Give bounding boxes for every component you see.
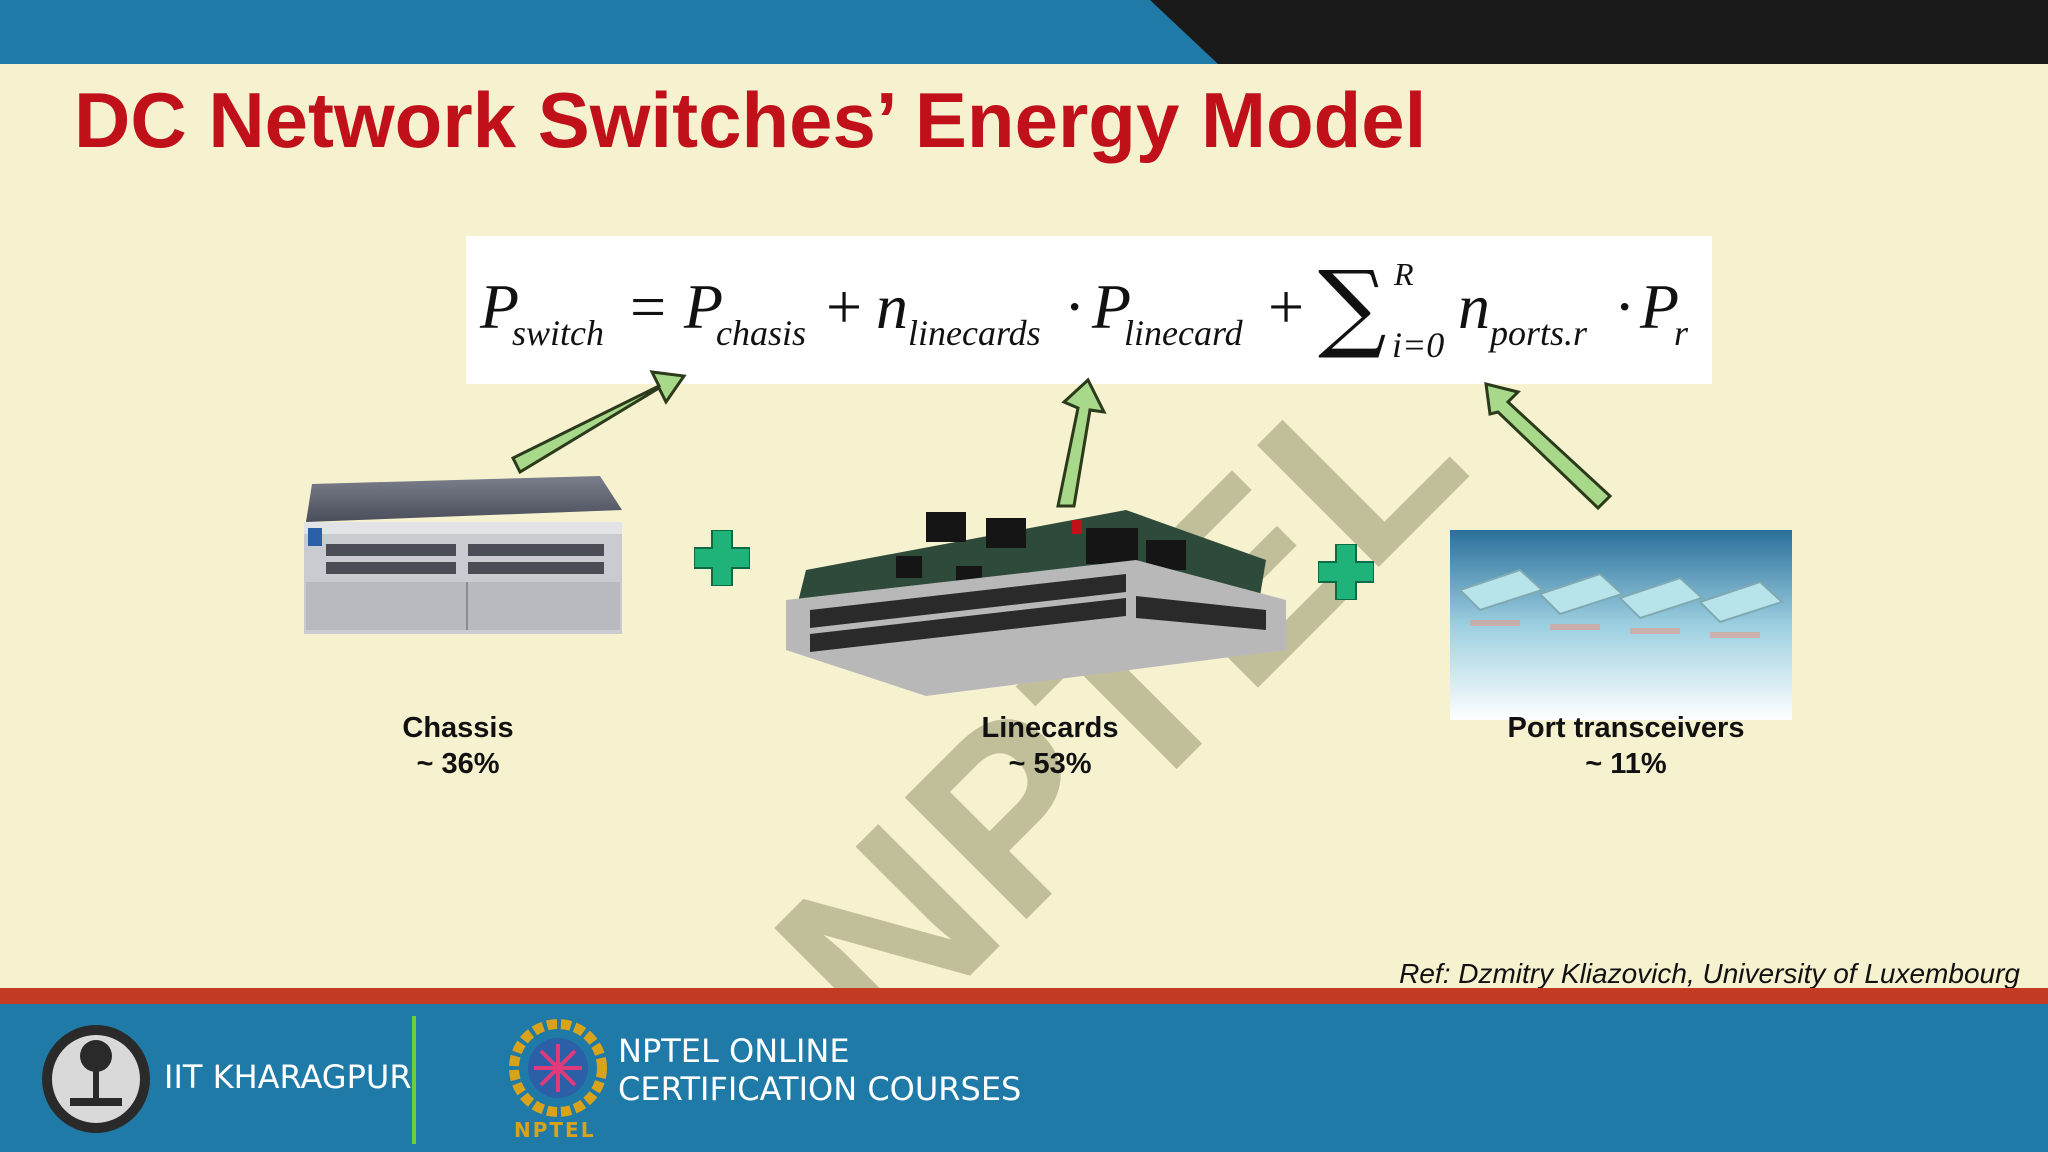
formula-box: [466, 236, 1712, 384]
formula-sub-switch: switch: [512, 313, 605, 353]
iit-label: IIT KHARAGPUR: [164, 1058, 412, 1096]
nptel-line1: NPTEL ONLINE: [618, 1032, 850, 1070]
arrow-linecards: [1056, 377, 1107, 508]
caption-linecards: Linecards ~ 53%: [930, 710, 1170, 782]
caption-chassis: Chassis ~ 36%: [356, 710, 560, 782]
iit-logo-icon: [42, 1025, 150, 1133]
formula-p-linecard: P: [1092, 271, 1132, 342]
transceivers-label: Port transceivers: [1507, 712, 1745, 744]
linecard-image: [786, 510, 1286, 696]
chassis-label: Chassis: [402, 712, 514, 744]
nptel-logo-icon: [509, 1019, 607, 1117]
formula-sum: ∑: [1318, 250, 1387, 362]
footer-divider: [412, 1016, 416, 1144]
reference-text: Ref: Dzmitry Kliazovich, University of L…: [1399, 958, 2020, 989]
formula-dot-1: ·: [1064, 271, 1086, 342]
formula-plus-2: +: [1268, 271, 1305, 342]
caption-transceivers: Port transceivers ~ 11%: [1446, 710, 1806, 782]
nptel-line2: CERTIFICATION COURSES: [618, 1070, 1022, 1108]
formula-n-ports: n: [1458, 271, 1490, 342]
formula-n-linecards: n: [876, 271, 908, 342]
formula-plus-1: +: [826, 271, 863, 342]
formula-sub-chasis: chasis: [716, 313, 806, 353]
formula-sub-linecards: linecards: [908, 313, 1041, 353]
formula-sum-lower: i=0: [1392, 325, 1445, 365]
nptel-logo-text: NPTEL: [514, 1118, 596, 1142]
formula-p-chasis: P: [684, 271, 724, 342]
footer: IIT KHARAGPUR NPTEL NPTEL ONLINE CERTIFI…: [0, 1004, 2048, 1152]
formula-sub-r: r: [1674, 313, 1689, 353]
formula-p-r: P: [1640, 271, 1680, 342]
linecards-share: ~ 53%: [1008, 748, 1092, 780]
top-banner-dark: [1150, 0, 2048, 64]
linecards-label: Linecards: [981, 712, 1119, 744]
chassis-share: ~ 36%: [416, 748, 500, 780]
slide-title: DC Network Switches’ Energy Model: [74, 76, 1427, 164]
formula-sub-ports: ports.r: [1490, 313, 1588, 353]
formula-sub-linecard: linecard: [1124, 313, 1243, 353]
formula-sum-upper: R: [1394, 256, 1414, 292]
formula-equals: =: [630, 271, 667, 342]
plus-icon: [1318, 544, 1374, 600]
transceiver-image: [1450, 530, 1792, 720]
formula-dot-2: ·: [1614, 271, 1636, 342]
arrow-transceivers: [1484, 382, 1613, 511]
chassis-image: [304, 476, 622, 634]
arrow-chassis: [510, 370, 687, 475]
plus-icon: [694, 530, 750, 586]
footer-accent: [0, 988, 2048, 1004]
transceivers-share: ~ 11%: [1585, 748, 1667, 780]
formula-p-switch: P: [480, 271, 520, 342]
